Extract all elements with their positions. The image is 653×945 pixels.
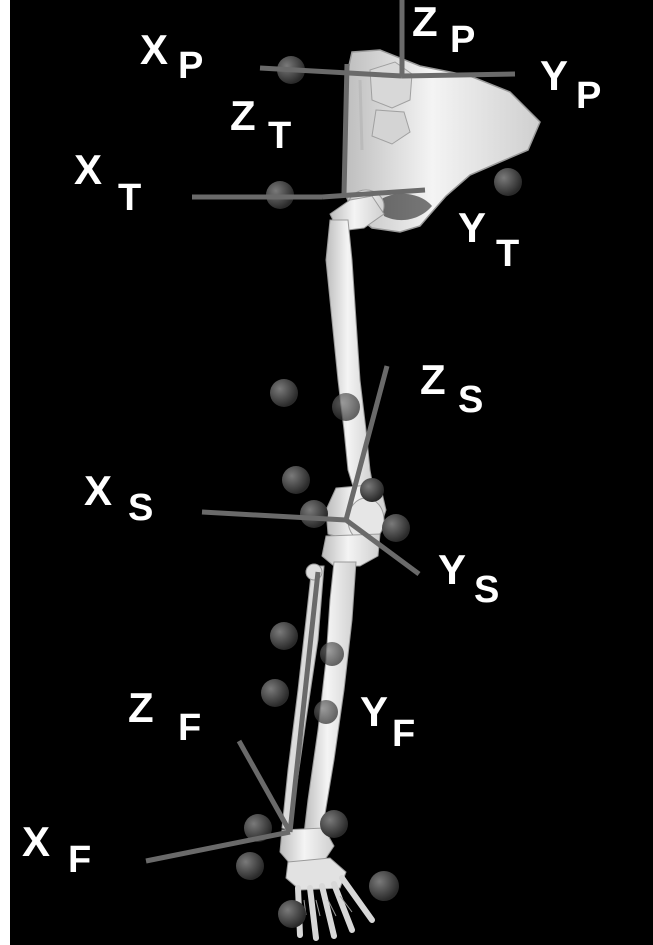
marker-knee-2: [300, 500, 328, 528]
label-pelvis-x: X P: [140, 26, 203, 87]
marker-knee-3: [360, 478, 384, 502]
svg-text:Z: Z: [420, 356, 446, 403]
svg-text:X: X: [84, 467, 112, 514]
label-pelvis-z: Z P: [412, 0, 475, 61]
label-foot-z: Z F: [128, 684, 201, 749]
svg-text:S: S: [128, 487, 153, 529]
marker-foot-3: [278, 900, 306, 928]
svg-text:X: X: [140, 26, 168, 73]
thigh-z-axis: [344, 64, 347, 194]
svg-text:P: P: [576, 75, 601, 117]
marker-foot-1: [236, 852, 264, 880]
svg-text:Z: Z: [128, 684, 154, 731]
label-thigh-z: Z T: [230, 92, 291, 157]
marker-shank-4: [314, 700, 338, 724]
svg-text:T: T: [496, 233, 519, 275]
marker-shank-3: [261, 679, 289, 707]
label-shank-y: Y S: [438, 546, 499, 611]
marker-knee-1: [282, 466, 310, 494]
svg-text:F: F: [178, 707, 201, 749]
label-pelvis-y: Y P: [540, 52, 601, 117]
svg-text:X: X: [22, 818, 50, 865]
marker-shank-2: [320, 642, 344, 666]
label-shank-z: Z S: [420, 356, 483, 421]
svg-text:Y: Y: [360, 688, 388, 735]
svg-text:T: T: [118, 177, 141, 219]
marker-ankle-2: [320, 810, 348, 838]
pelvis-y-axis: [402, 74, 515, 76]
svg-text:P: P: [178, 45, 203, 87]
marker-pelvis-2: [494, 168, 522, 196]
label-foot-x: X F: [22, 818, 91, 881]
svg-text:X: X: [74, 146, 102, 193]
marker-foot-2: [369, 871, 399, 901]
svg-text:S: S: [474, 569, 499, 611]
svg-text:Y: Y: [540, 52, 568, 99]
marker-shank-1: [270, 622, 298, 650]
svg-text:Z: Z: [412, 0, 438, 45]
svg-text:F: F: [68, 839, 91, 881]
svg-text:F: F: [392, 713, 415, 755]
svg-text:Y: Y: [438, 546, 466, 593]
shank-axes: [202, 366, 419, 574]
svg-text:S: S: [458, 379, 483, 421]
svg-text:Y: Y: [458, 204, 486, 251]
label-shank-x: X S: [84, 467, 153, 529]
marker-thigh-2: [270, 379, 298, 407]
marker-knee-4: [382, 514, 410, 542]
label-thigh-y: Y T: [458, 204, 519, 275]
svg-text:Z: Z: [230, 92, 256, 139]
foot-axes: [146, 572, 318, 861]
svg-text:T: T: [268, 115, 291, 157]
label-foot-y: Y F: [360, 688, 415, 755]
foot-x-axis: [146, 832, 290, 861]
marker-thigh-3: [332, 393, 360, 421]
svg-text:P: P: [450, 19, 475, 61]
label-thigh-x: X T: [74, 146, 141, 219]
